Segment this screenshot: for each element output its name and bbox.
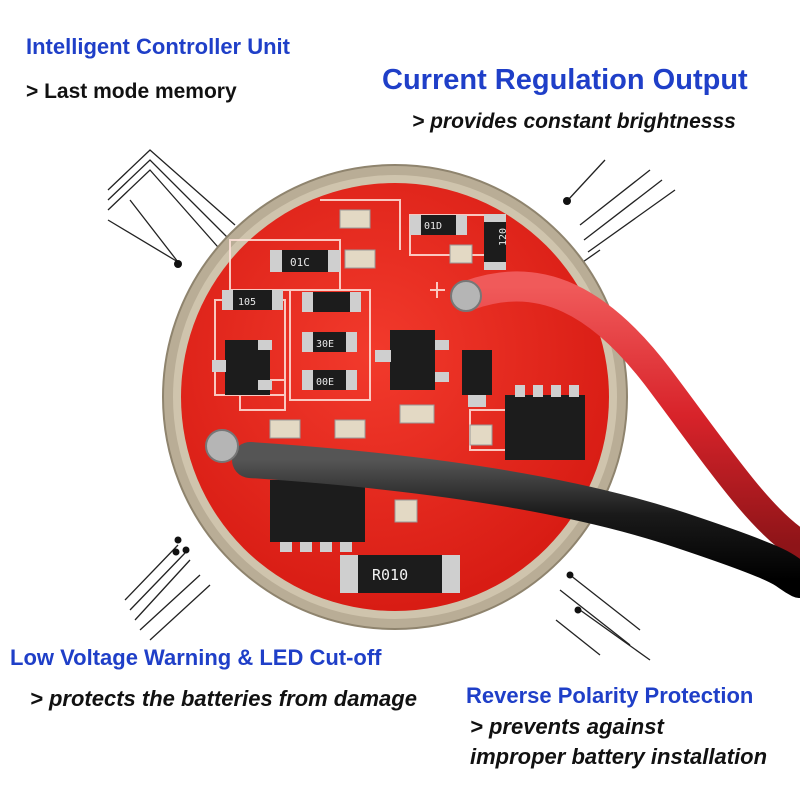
smd-resistor-00e: 00E	[302, 370, 357, 390]
callout-dot	[182, 546, 190, 554]
smd-components: 01C 01D 120 105 30E	[212, 209, 585, 593]
controller-ic	[505, 385, 585, 460]
callout-dot	[172, 548, 180, 556]
black-wire	[232, 442, 800, 598]
soic-ic-bottom	[270, 480, 365, 552]
intelligent-controller-title: Intelligent Controller Unit	[26, 34, 290, 59]
component-label: R010	[372, 566, 408, 584]
low-voltage-description: > protects the batteries from damage	[30, 686, 417, 711]
diode	[462, 350, 492, 407]
callout-lines-top-left	[107, 149, 236, 263]
reverse-polarity-description-line1: > prevents against	[470, 714, 664, 739]
callout-dot	[574, 606, 582, 614]
smd-resistor-01c-top: 01C	[270, 250, 340, 272]
reverse-polarity-description-line2: improper battery installation	[470, 744, 768, 769]
low-voltage-title: Low Voltage Warning & LED Cut-off	[10, 645, 382, 670]
component-label: 01C	[290, 256, 310, 269]
current-regulation-description: > provides constant brightnesss	[412, 110, 736, 133]
smd-resistor-120: 120	[484, 214, 509, 270]
smd-resistor-01c-mid	[302, 292, 361, 312]
component-label: 120	[498, 228, 509, 246]
smd-resistor-30e: 30E	[302, 332, 357, 352]
solder-joint-red	[450, 280, 482, 312]
callout-dot	[566, 571, 574, 579]
component-label: 30E	[316, 339, 334, 350]
solder-joint-black	[205, 429, 239, 463]
component-label: 00E	[316, 377, 334, 388]
sot-transistor-left	[212, 340, 272, 395]
callout-lines-bottom-right	[555, 574, 651, 661]
component-label: 105	[238, 297, 256, 308]
intelligent-controller-description: > Last mode memory	[26, 80, 237, 103]
shunt-resistor-r010: R010	[340, 555, 460, 593]
current-regulation-title: Current Regulation Output	[382, 64, 748, 96]
callout-dot	[563, 197, 571, 205]
component-label: 01D	[424, 221, 442, 232]
callout-lines-bottom-left	[124, 544, 211, 641]
red-wire	[455, 271, 800, 560]
reverse-polarity-title: Reverse Polarity Protection	[466, 683, 754, 708]
smd-resistor-01d-top: 01D	[410, 215, 467, 235]
sot-transistor-center	[375, 330, 449, 390]
callout-dot	[174, 260, 182, 268]
callout-dot	[174, 536, 182, 544]
smd-resistor-105: 105	[222, 290, 283, 310]
